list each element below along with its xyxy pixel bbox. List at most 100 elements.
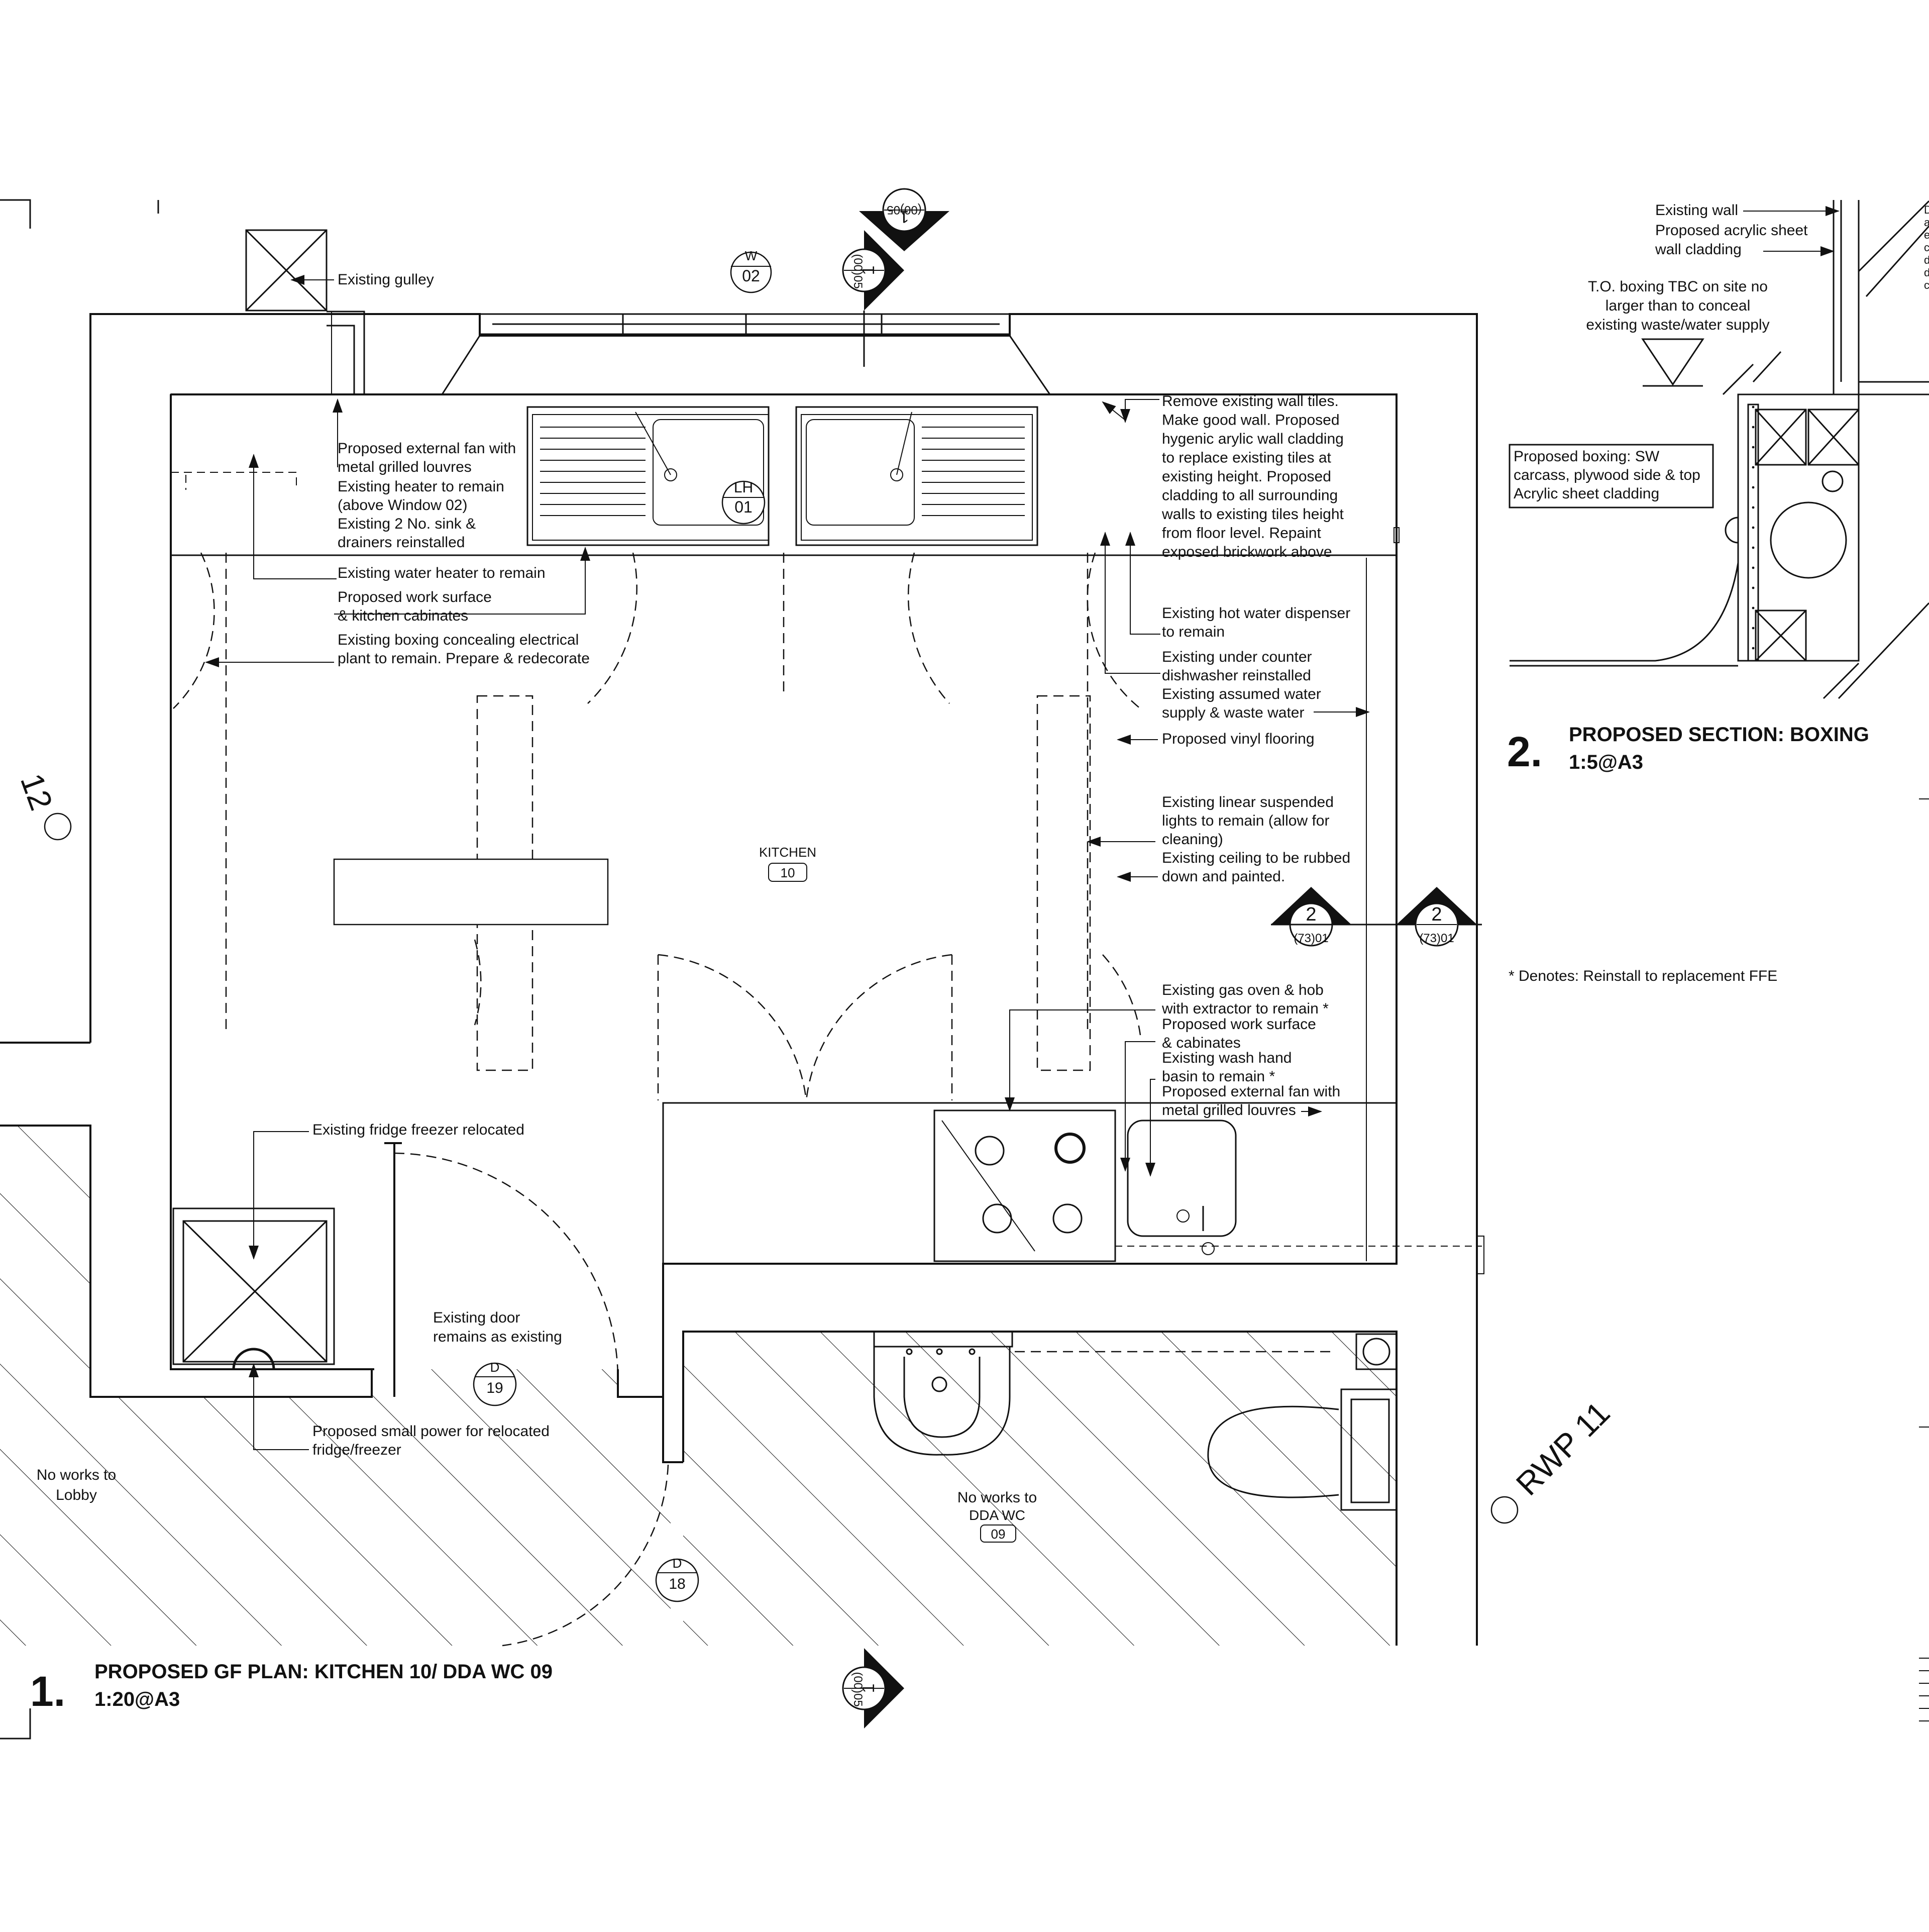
edge-char: d <box>1924 266 1929 279</box>
section2-marker-right: 2 (73)01 <box>1397 887 1477 947</box>
note-text: hygenic arylic wall cladding <box>1162 431 1344 447</box>
section-number: 2. <box>1507 728 1542 775</box>
edge-char: c <box>1924 241 1929 254</box>
note-text: Existing gas oven & hob <box>1162 982 1324 998</box>
note-text: Existing gulley <box>338 271 434 288</box>
note-text: carcass, plywood side & top <box>1514 467 1700 483</box>
lobby-line1: No works to <box>37 1467 116 1483</box>
window-tag-number: 02 <box>742 267 760 285</box>
grid-label-left: 12 <box>14 769 60 815</box>
note-text: Remove existing wall tiles. <box>1162 393 1339 410</box>
door19-tag-letter: D <box>490 1360 500 1375</box>
window-tag: W 02 <box>730 248 772 293</box>
leader-line <box>1102 401 1126 421</box>
door18-tag-letter: D <box>673 1556 682 1571</box>
plan-title-block: 1. PROPOSED GF PLAN: KITCHEN 10/ DDA WC … <box>30 1661 553 1715</box>
lobby-line2: Lobby <box>56 1487 97 1503</box>
plan-number: 1. <box>30 1668 65 1715</box>
legend-note: * Denotes: Reinstall to replacement FFE <box>1509 968 1777 984</box>
note-text: existing waste/water supply <box>1586 317 1769 333</box>
section2-right-ref: (73)01 <box>1419 932 1454 945</box>
door18-tag: D 18 <box>655 1556 699 1602</box>
note-text: drainers reinstalled <box>338 534 465 551</box>
remove-ffe-box <box>333 858 609 926</box>
note-text: Existing assumed water <box>1162 686 1321 702</box>
note-text: (above Window 02) <box>338 497 467 514</box>
door-swings <box>173 552 1336 1647</box>
leader-line <box>1120 1041 1155 1172</box>
note-text: Existing linear suspended <box>1162 794 1334 810</box>
grid-bubbles <box>44 812 1519 1524</box>
section-marker-top: 1 (00)05 <box>842 230 904 367</box>
leader-line <box>249 1363 309 1450</box>
leader-lines <box>205 275 1370 1450</box>
leader-line <box>249 1131 309 1260</box>
section-marker-bottom-num: 1 <box>859 1684 878 1693</box>
note-text: Existing hot water dispenser <box>1162 605 1350 622</box>
note-text: fridge/freezer <box>312 1442 401 1458</box>
section-marker-top-num: 1 <box>859 266 878 275</box>
note-text: from floor level. Repaint <box>1162 525 1321 542</box>
note-text: Existing under counter <box>1162 649 1312 665</box>
wc-number: 09 <box>991 1527 1006 1542</box>
edge-char: a <box>1924 216 1929 229</box>
note-text: wall cladding <box>1655 241 1742 258</box>
section-marker-top-ref: (00)05 <box>851 254 865 288</box>
leader-line <box>1100 532 1160 674</box>
edge-ticks <box>1919 798 1929 1721</box>
note-text: Existing wash hand <box>1162 1050 1292 1066</box>
note-text: Existing water heater to remain <box>338 565 546 581</box>
edge-char: D <box>1924 204 1929 216</box>
window-tag-letter: W <box>745 248 758 263</box>
plan-title: PROPOSED GF PLAN: KITCHEN 10/ DDA WC 09 <box>94 1661 553 1683</box>
basin-tag-letter: LH <box>734 479 753 496</box>
room-label-wc: No works to DDA WC 09 <box>957 1489 1037 1543</box>
leader-line <box>1125 532 1160 635</box>
section-leaders <box>1743 206 1840 256</box>
note-text: Proposed vinyl flooring <box>1162 731 1315 747</box>
note-text: Existing ceiling to be rubbed <box>1162 850 1350 866</box>
worktop-bottom <box>662 1102 1484 1274</box>
basin-tag: LH 01 <box>721 479 766 525</box>
note-text: Proposed boxing: SW <box>1514 448 1660 465</box>
wc-line1: No works to <box>957 1489 1037 1506</box>
note-text: to remain <box>1162 624 1225 640</box>
kitchen-name: KITCHEN <box>759 845 816 860</box>
leader-line <box>334 547 590 615</box>
section2-left-num: 2 <box>1306 904 1316 925</box>
section-2-drawing <box>1509 200 1929 699</box>
note-text: with extractor to remain * <box>1161 1000 1329 1017</box>
section2-right-num: 2 <box>1431 904 1442 925</box>
note-text: metal grilled louvres <box>1162 1102 1296 1118</box>
elevation-marker: (00)05 1 <box>859 188 949 251</box>
note-text: Proposed small power for relocated <box>312 1423 550 1440</box>
edge-char: e <box>1924 229 1929 241</box>
service-runs <box>171 311 1397 1261</box>
hatched-zones <box>0 1126 1397 1646</box>
section-scale: 1:5@A3 <box>1569 751 1643 773</box>
wc-fixtures <box>873 1331 1398 1511</box>
note-text: Existing boxing concealing electrical <box>338 632 579 648</box>
note-text: cleaning) <box>1162 831 1223 848</box>
grid-label-right: RWP 11 <box>1509 1394 1617 1502</box>
window-02 <box>441 313 1051 395</box>
note-text: basin to remain * <box>1162 1068 1275 1085</box>
elevation-marker-num: 1 <box>900 207 909 226</box>
note-text: walls to existing tiles height <box>1161 506 1344 523</box>
note-text: Existing heater to remain <box>338 478 504 495</box>
edge-char: d <box>1924 254 1929 266</box>
room-label-kitchen: KITCHEN 10 <box>759 845 816 882</box>
note-text: Proposed external fan with <box>1162 1083 1340 1100</box>
basin-tag-number: 01 <box>734 498 753 516</box>
edge-char: c <box>1924 279 1929 291</box>
note-text: Existing door <box>433 1309 520 1326</box>
note-text: & kitchen cabinates <box>338 607 468 624</box>
note-text: Proposed external fan with <box>338 440 516 457</box>
note-text: Existing fridge freezer relocated <box>312 1122 524 1138</box>
section-title: PROPOSED SECTION: BOXING <box>1569 724 1869 746</box>
note-text: lights to remain (allow for <box>1162 812 1329 829</box>
